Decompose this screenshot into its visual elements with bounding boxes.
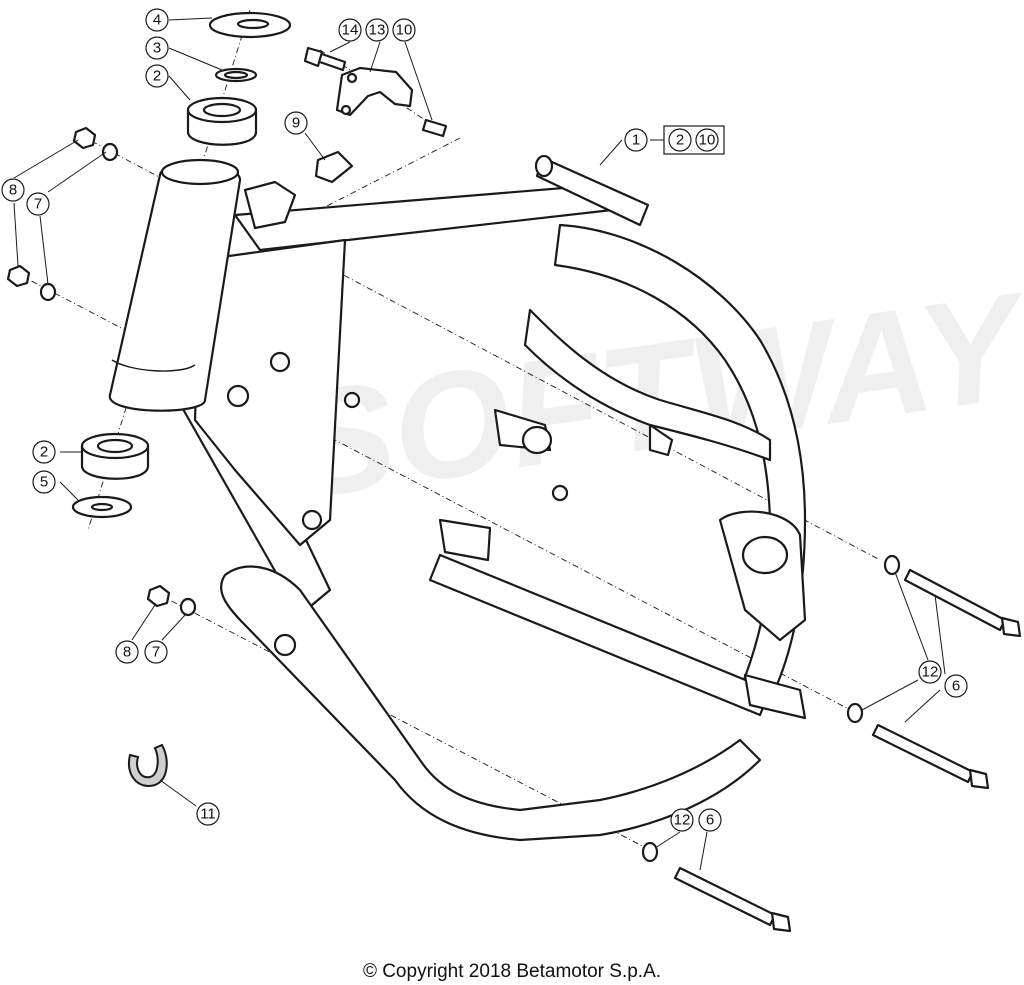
part-14-screw: [303, 46, 347, 72]
callout-13-label: 13: [369, 22, 386, 39]
callout-13: 13: [365, 18, 389, 42]
part-2-upper-bearing: [186, 96, 258, 146]
callout-1: 1: [624, 128, 648, 152]
part-6-bolt-upper: [903, 568, 1022, 638]
callout-5-label: 5: [40, 474, 48, 491]
part-3-spacer-ring: [214, 67, 258, 83]
callout-5: 5: [32, 470, 56, 494]
callout-2-upper-label: 2: [153, 68, 161, 85]
part-7-washer-left: [39, 282, 57, 302]
leader-lines: [13, 17, 946, 871]
callout-9: 9: [284, 111, 308, 135]
callout-7-lower-label: 7: [152, 644, 160, 661]
callout-10: 10: [392, 18, 416, 42]
part-7-washer-upper: [101, 142, 119, 162]
callout-2-lower: 2: [32, 440, 56, 464]
kit-item-2: 2: [676, 132, 684, 149]
part-12-washer-low: [641, 841, 659, 863]
callout-6-lower: 6: [698, 808, 722, 832]
part-11-cable-clamp: [127, 743, 168, 787]
part-13-bracket: [335, 66, 414, 117]
callout-4: 4: [145, 8, 169, 32]
callout-3: 3: [145, 36, 169, 60]
part-1-rear-tube: [534, 154, 650, 227]
part-12-washer-mid: [846, 702, 864, 724]
callout-11: 11: [196, 802, 220, 826]
callout-14-label: 14: [342, 22, 359, 39]
part-9-clip-nut: [314, 150, 354, 184]
callout-12-right-label: 12: [922, 664, 939, 681]
part-8-nut-left: [6, 264, 31, 288]
callout-2-upper: 2: [145, 64, 169, 88]
callout-2-lower-label: 2: [40, 444, 48, 461]
callout-8-lower: 8: [115, 640, 139, 664]
callout-6-right: 6: [944, 674, 968, 698]
part-5-lower-washer: [71, 495, 133, 519]
callout-9-label: 9: [292, 115, 300, 132]
callout-1-label: 1: [632, 132, 640, 149]
part-2-lower-bearing: [80, 432, 150, 480]
part-8-nut-upper: [72, 126, 97, 150]
frame-main: [108, 158, 807, 842]
callout-3-label: 3: [153, 40, 161, 57]
callout-12-right: 12: [918, 660, 942, 684]
callout-12-lower: 12: [670, 808, 694, 832]
part-10-spacer: [421, 118, 448, 138]
callout-4-label: 4: [153, 12, 161, 29]
callout-7-upper: 7: [26, 192, 50, 216]
callout-11-label: 11: [200, 806, 216, 823]
callout-14: 14: [338, 18, 362, 42]
callout-8-upper: 8: [1, 178, 25, 202]
part-6-bolt-middle: [871, 723, 990, 790]
callout-6-lower-label: 6: [706, 812, 714, 829]
callout-8-lower-label: 8: [123, 644, 131, 661]
part-8-nut-lower: [146, 584, 171, 608]
callout-12-lower-label: 12: [674, 812, 691, 829]
part-4-dust-seal: [208, 11, 292, 39]
kit-item-10: 10: [699, 132, 716, 149]
callout-10-label: 10: [396, 22, 413, 39]
part-7-washer-lower: [179, 597, 197, 617]
kit-box: 2 10: [663, 125, 725, 155]
watermark-text: SOFTWAY: [283, 260, 1024, 530]
callout-7-upper-label: 7: [34, 196, 42, 213]
part-12-washer-right: [883, 554, 901, 576]
callout-7-lower: 7: [144, 640, 168, 664]
callout-6-right-label: 6: [952, 678, 960, 695]
part-6-bolt-lower: [673, 866, 792, 933]
copyright-notice: © Copyright 2018 Betamotor S.p.A.: [362, 961, 662, 982]
callout-8-upper-label: 8: [9, 182, 17, 199]
